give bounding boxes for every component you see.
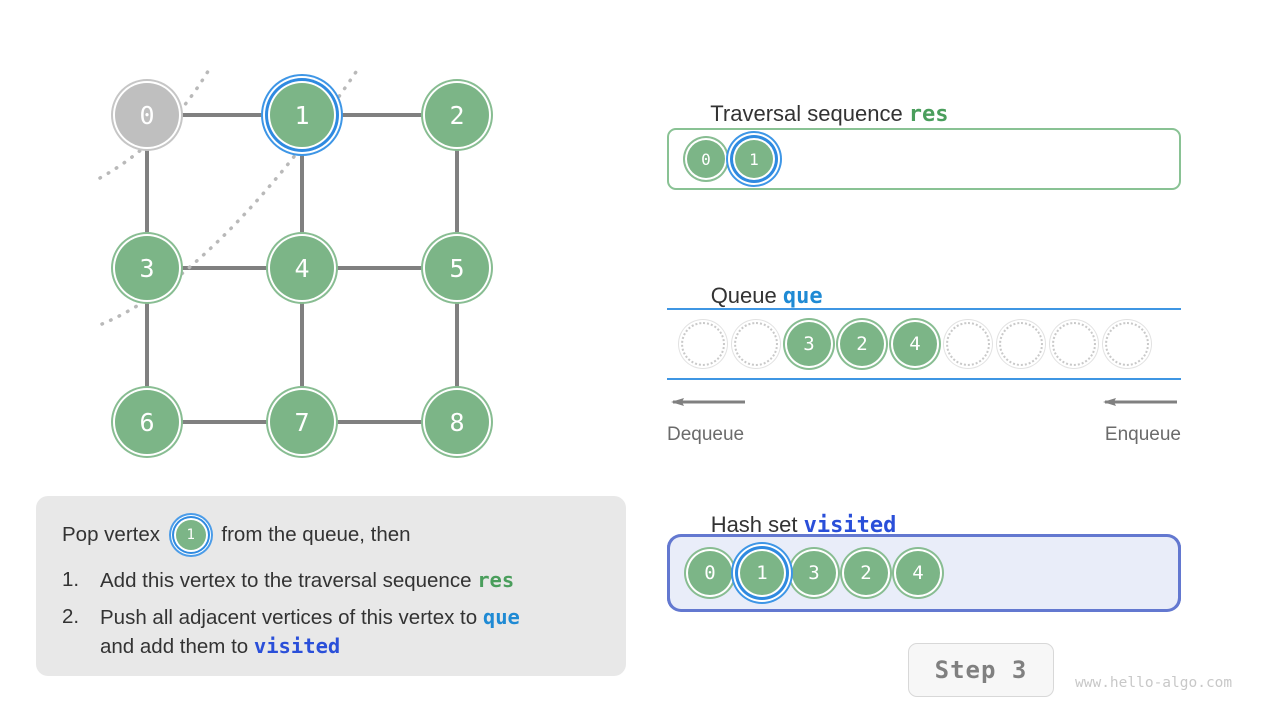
queue-box: 3 2 4 Dequeue Enqueue [667, 308, 1181, 445]
hash-title-code: visited [803, 513, 897, 538]
instruction-step-fragment: que [482, 605, 520, 629]
instruction-step-fragment: res [477, 568, 515, 592]
visited-item-label: 2 [860, 562, 872, 584]
hash-section-title: Hash set visited [674, 486, 897, 564]
instruction-lead-after: from the queue, then [215, 523, 411, 546]
graph-node-label: 5 [449, 253, 465, 283]
graph-diagram: 0 1 2 3 4 5 6 7 8 [0, 0, 620, 480]
queue-title-plain: Queue [710, 283, 783, 308]
instruction-step: 2. Push all adjacent vertices of this ver… [62, 603, 600, 661]
instruction-lead-before: Pop vertex [62, 523, 166, 546]
graph-edge [145, 115, 149, 268]
instruction-vertex-label: 1 [186, 527, 195, 543]
dequeue-arrow-icon [671, 398, 745, 406]
graph-node-label: 4 [294, 253, 310, 283]
queue-bottom-rail [667, 378, 1181, 380]
graph-edge [455, 115, 459, 268]
queue-section-title: Queue que [674, 257, 823, 335]
visited-item[interactable]: 2 [844, 551, 888, 595]
instruction-step-fragment: visited [253, 634, 341, 658]
res-item-label: 0 [701, 149, 711, 169]
instruction-step-number: 2. [62, 605, 80, 628]
visited-item[interactable]: 4 [896, 551, 940, 595]
visited-item-label: 0 [704, 562, 716, 584]
graph-node-4[interactable]: 4 [270, 236, 334, 300]
queue-slot-filled[interactable]: 4 [893, 322, 937, 366]
graph-node-8[interactable]: 8 [425, 390, 489, 454]
instruction-step-fragment: Add this vertex to the traversal sequenc… [100, 569, 478, 592]
queue-slot-filled[interactable]: 3 [787, 322, 831, 366]
instruction-panel: Pop vertex 1 from the queue, then 1. Add … [36, 496, 626, 676]
graph-edge [302, 420, 457, 424]
graph-node-3[interactable]: 3 [115, 236, 179, 300]
queue-slot-row: 3 2 4 [667, 310, 1181, 378]
step-badge: Step 3 [908, 643, 1054, 697]
graph-node-label: 7 [294, 407, 310, 437]
res-section-title: Traversal sequence res [674, 75, 949, 153]
enqueue-arrow-icon [1103, 398, 1177, 406]
graph-edge [147, 266, 302, 270]
graph-node-label: 8 [449, 407, 465, 437]
graph-edge [455, 268, 459, 422]
res-item[interactable]: 1 [735, 140, 773, 178]
visited-hashset-box: 0 1 3 2 4 [667, 534, 1181, 612]
graph-edge [302, 266, 457, 270]
graph-node-label: 3 [139, 253, 155, 283]
queue-slot-label: 4 [909, 333, 921, 355]
queue-slot-filled[interactable]: 2 [840, 322, 884, 366]
instruction-vertex-badge: 1 [175, 520, 206, 550]
graph-edge [147, 113, 302, 117]
graph-node-6[interactable]: 6 [115, 390, 179, 454]
queue-title-code: que [782, 284, 823, 309]
graph-edge [145, 268, 149, 422]
instruction-step: 1. Add this vertex to the traversal seque… [62, 566, 600, 595]
queue-slot-empty[interactable] [999, 322, 1043, 366]
enqueue-label: Enqueue [1104, 424, 1181, 445]
visited-item[interactable]: 1 [740, 551, 784, 595]
hash-title-plain: Hash set [710, 512, 804, 537]
queue-slot-empty[interactable] [681, 322, 725, 366]
graph-node-1[interactable]: 1 [270, 83, 334, 147]
instruction-step-number: 1. [62, 568, 80, 591]
instruction-lead: Pop vertex 1 from the queue, then [62, 518, 600, 552]
graph-node-2[interactable]: 2 [425, 83, 489, 147]
queue-slot-empty[interactable] [946, 322, 990, 366]
visited-item[interactable]: 3 [792, 551, 836, 595]
instruction-step-fragment: Push all adjacent vertices of this verte… [100, 606, 483, 629]
watermark: www.hello-algo.com [1075, 675, 1233, 691]
queue-slot-label: 3 [803, 333, 815, 355]
res-title-code: res [908, 102, 949, 127]
queue-slot-empty[interactable] [1052, 322, 1096, 366]
visited-item[interactable]: 0 [688, 551, 732, 595]
queue-slot-label: 2 [856, 333, 868, 355]
graph-edge [300, 268, 304, 422]
queue-slot-empty[interactable] [734, 322, 778, 366]
graph-node-label: 6 [139, 407, 155, 437]
queue-direction-arrows: Dequeue Enqueue [667, 388, 1181, 445]
instruction-step-fragment: and add them to [100, 635, 254, 658]
dequeue-label: Dequeue [667, 424, 745, 445]
graph-node-label: 2 [449, 100, 465, 130]
res-title-plain: Traversal sequence [710, 101, 909, 126]
instruction-step-text: Add this vertex to the traversal sequenc… [100, 566, 600, 595]
graph-node-label: 0 [139, 100, 155, 130]
queue-top-rail [667, 308, 1181, 310]
res-item[interactable]: 0 [687, 140, 725, 178]
queue-slot-empty[interactable] [1105, 322, 1149, 366]
graph-edge [147, 420, 302, 424]
visited-item-label: 3 [808, 562, 820, 584]
graph-node-0[interactable]: 0 [115, 83, 179, 147]
graph-edge [300, 115, 304, 268]
graph-node-label: 1 [294, 100, 310, 130]
visited-item-label: 1 [756, 562, 768, 584]
graph-edge [302, 113, 457, 117]
instruction-steps: 1. Add this vertex to the traversal seque… [62, 566, 600, 661]
graph-node-5[interactable]: 5 [425, 236, 489, 300]
res-item-label: 1 [749, 149, 759, 169]
graph-node-7[interactable]: 7 [270, 390, 334, 454]
visited-item-label: 4 [912, 562, 924, 584]
instruction-step-text: Push all adjacent vertices of this verte… [100, 603, 600, 661]
